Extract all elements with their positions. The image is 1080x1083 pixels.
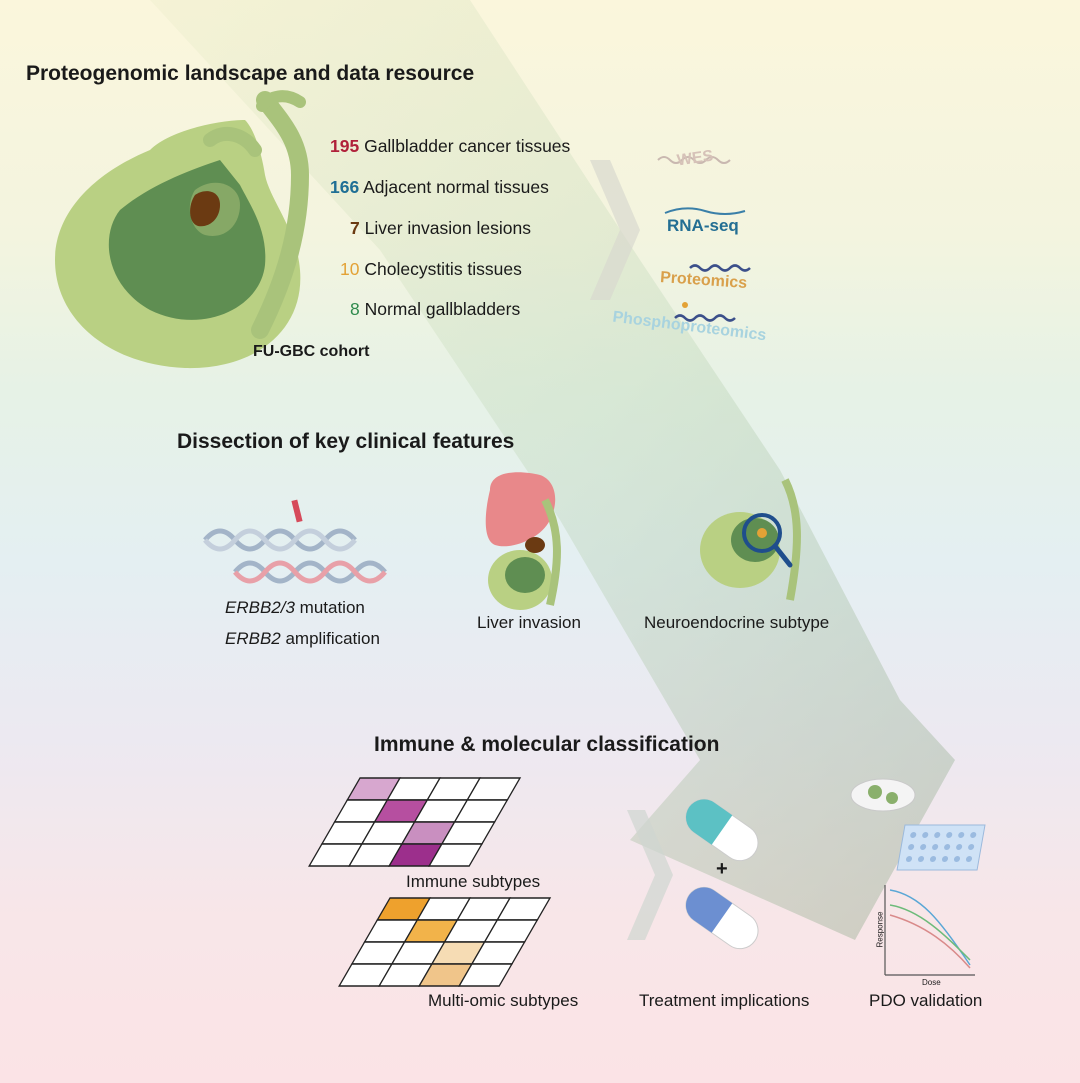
neuroendocrine-illustration (700, 478, 801, 601)
cohort-row: 195 Gallbladder cancer tissues (330, 136, 571, 156)
dose-axis-label: Dose (922, 978, 941, 987)
liver-invasion-label: Liver invasion (477, 613, 581, 632)
neuroendocrine-label: Neuroendocrine subtype (644, 613, 830, 632)
petri-dish-icon (850, 778, 916, 812)
cohort-label: FU-GBC cohort (253, 343, 370, 360)
section-title-landscape: Proteogenomic landscape and data resourc… (26, 62, 475, 85)
multiomic-subtypes-grid (338, 897, 552, 987)
section-title-clinical: Dissection of key clinical features (177, 430, 515, 453)
erbb-mutation-label: ERBB2/3 mutation (225, 598, 365, 617)
treatment-label: Treatment implications (639, 991, 810, 1010)
immune-subtypes-label: Immune subtypes (406, 872, 541, 891)
cohort-row: 166 Adjacent normal tissues (330, 177, 549, 197)
cohort-row: 8 Normal gallbladders (350, 299, 521, 319)
omics-rnaseq-label: RNA-seq (667, 216, 739, 235)
multiomic-subtypes-label: Multi-omic subtypes (428, 991, 579, 1010)
gallbladder-illustration (55, 90, 310, 369)
chevron-icon (590, 160, 640, 300)
section-title-classification: Immune & molecular classification (374, 733, 720, 756)
dna-helix-icon (203, 499, 387, 584)
magnifier-icon (742, 513, 782, 553)
liver-invasion-illustration (485, 472, 561, 610)
chevron-icon (627, 810, 673, 940)
plus-sign: + (716, 858, 728, 880)
pdo-label: PDO validation (869, 991, 983, 1010)
capsule-icon (685, 886, 759, 950)
capsule-icon (685, 798, 759, 862)
response-axis-label: Response (875, 911, 885, 948)
erbb-amplification-label: ERBB2 amplification (225, 629, 380, 648)
dose-response-plot (884, 885, 975, 976)
wes-wave (657, 156, 731, 164)
phospho-wave (674, 314, 736, 322)
immune-subtypes-grid (308, 777, 522, 867)
rnaseq-wave (664, 207, 746, 215)
well-plate-icon (896, 824, 986, 871)
proteomics-wave (689, 264, 751, 272)
cohort-row: 7 Liver invasion lesions (350, 218, 531, 238)
cohort-row: 10 Cholecystitis tissues (340, 259, 522, 279)
flow-arrow (150, 0, 955, 940)
